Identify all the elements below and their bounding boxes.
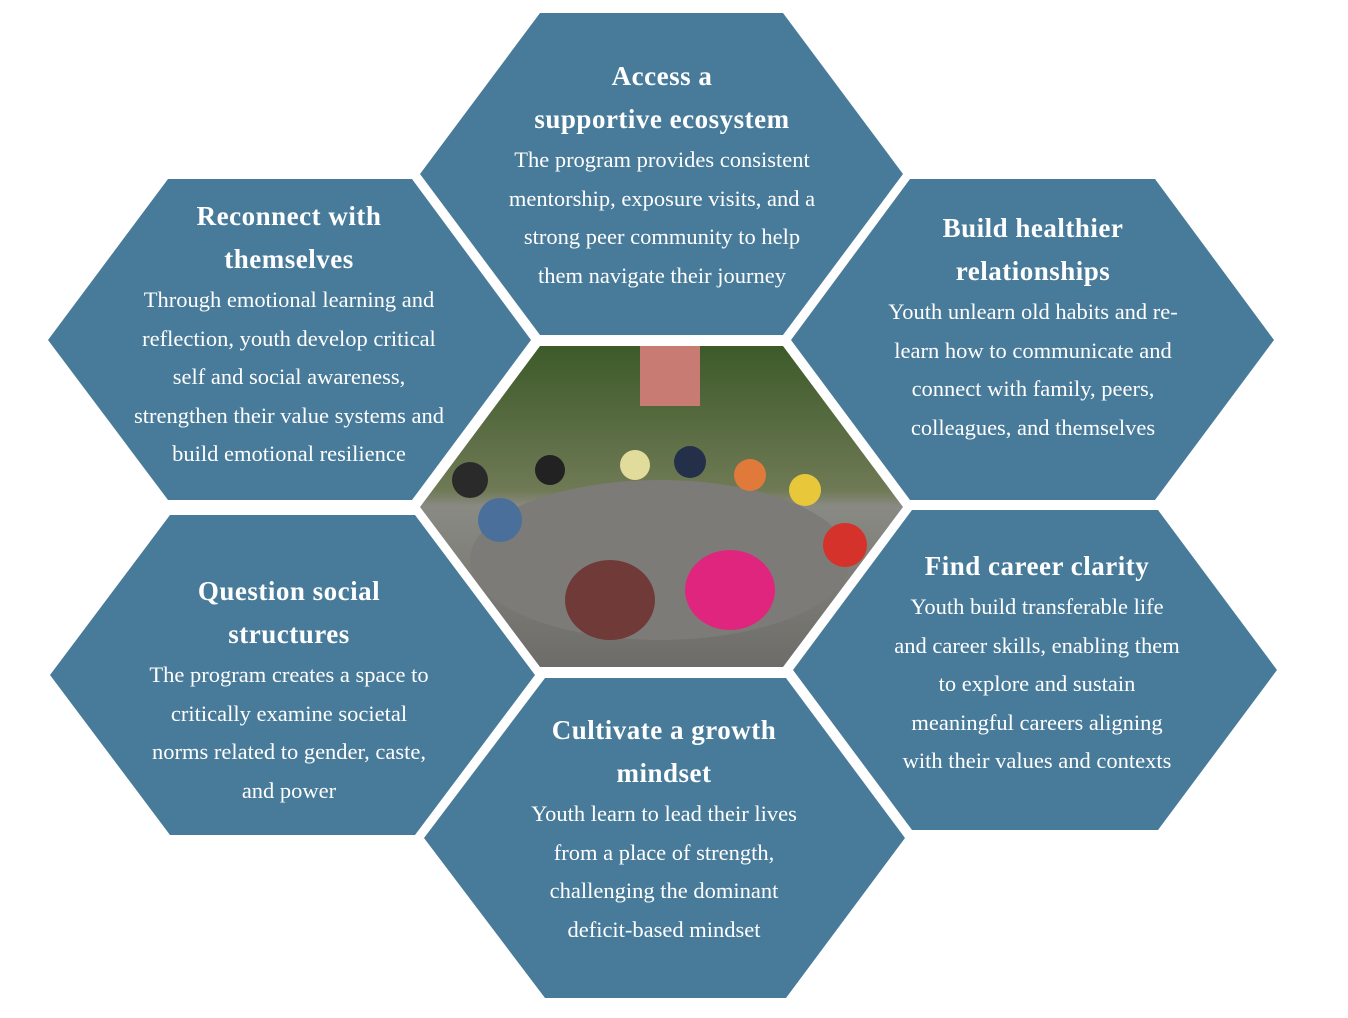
hex-body-line: them navigate their journey (537, 262, 787, 288)
hex-reconnect-text: Reconnect with themselves Through emotio… (134, 195, 444, 474)
hex-body-line: The program provides consistent (514, 147, 810, 172)
hex-career-text: Find career clarity Youth build transfer… (894, 545, 1180, 781)
hex-title: mindset (616, 758, 712, 788)
hex-career (793, 510, 1277, 830)
hex-body-line: and power (241, 777, 337, 803)
hex-body-line: strengthen their value systems and (134, 402, 444, 428)
hex-relationships-text: Build healthier relationships Youth unle… (888, 207, 1178, 447)
hex-body-line: with their values and contexts (902, 748, 1172, 773)
group-photo (420, 346, 903, 667)
hex-body-line: norms related to gender, caste, (151, 739, 426, 764)
hex-body-line: critically examine societal (170, 700, 408, 726)
hex-title: Question social (197, 576, 381, 606)
hex-growth-text: Cultivate a growth mindset Youth learn t… (531, 709, 797, 949)
hex-access-text: Access a supportive ecosystem The progra… (509, 55, 815, 295)
hex-body-line: colleagues, and themselves (910, 414, 1156, 440)
hex-body-line: from a place of strength, (553, 839, 775, 865)
hex-growth (424, 678, 905, 998)
hex-body-line: mentorship, exposure visits, and a (508, 185, 816, 211)
hex-body-line: reflection, youth develop critical (142, 325, 436, 351)
hex-title: supportive ecosystem (534, 104, 790, 134)
hex-body-line: Youth build transferable life (910, 594, 1164, 619)
hex-body-line: strong peer community to help (523, 224, 801, 249)
hex-question-text: Question social structures The program c… (149, 570, 428, 810)
hex-body-line: challenging the dominant (549, 878, 779, 903)
hex-title: Reconnect with (196, 201, 382, 231)
hex-reconnect (48, 179, 531, 500)
hex-body-line: Youth unlearn old habits and re- (888, 299, 1178, 324)
hex-title: Cultivate a growth (551, 715, 777, 745)
hex-body-line: Youth learn to lead their lives (531, 801, 797, 826)
hex-body-line: The program creates a space to (149, 662, 429, 687)
hex-body-line: build emotional resilience (172, 441, 406, 466)
hex-body-line: Through emotional learning and (143, 287, 435, 312)
hex-title: Find career clarity (924, 551, 1150, 581)
hex-relationships (791, 179, 1274, 500)
hex-title: themselves (224, 244, 354, 274)
hex-body-line: and career skills, enabling them (894, 632, 1180, 658)
hex-body-line: connect with family, peers, (911, 376, 1155, 401)
hex-question (50, 515, 535, 835)
hex-title: Build healthier (942, 213, 1124, 243)
hex-access (420, 13, 903, 335)
hex-title: relationships (955, 256, 1111, 286)
hex-body-line: learn how to communicate and (894, 337, 1172, 363)
hex-body-line: self and social awareness, (172, 364, 406, 389)
hex-body-line: to explore and sustain (938, 671, 1136, 696)
hex-title: Access a (611, 61, 713, 91)
hex-body-line: deficit-based mindset (567, 916, 761, 942)
hex-title: structures (228, 619, 350, 649)
hex-body-line: meaningful careers aligning (911, 709, 1163, 735)
